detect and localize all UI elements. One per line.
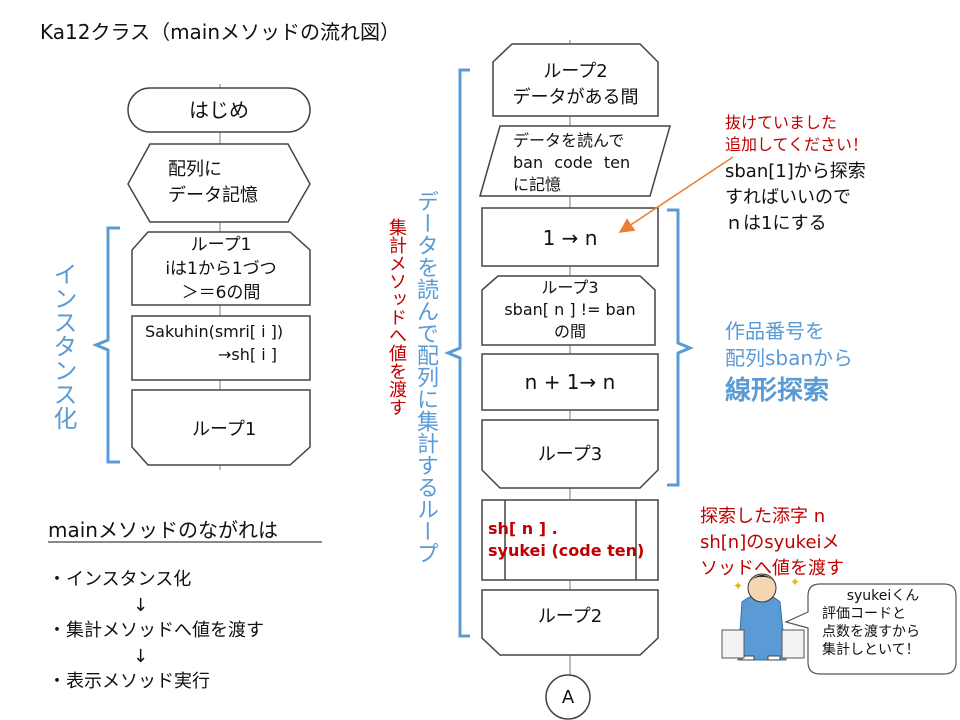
loop3-end-label: ループ3: [537, 444, 603, 465]
character-illustration: ✦ ✦: [721, 573, 805, 661]
increment-n-box: [481, 353, 659, 411]
summary-step1: ・インスタンス化: [48, 569, 192, 590]
call-syukei-line1: sh[ n ] .: [488, 519, 558, 538]
summary-arrow2: ↓: [133, 646, 149, 667]
loop2-head-line2: データがある間: [512, 87, 639, 108]
loop1-head-line1: ループ1: [190, 235, 252, 255]
loop3-head-line2: sban[ n ] != ban: [504, 300, 636, 319]
search-brace: [667, 208, 694, 487]
read-data-line2: ban code ten: [513, 153, 631, 172]
loop1-end-box: [131, 389, 311, 466]
pass-values-vertical-label: 集計メソッドへ値を渡す: [386, 218, 407, 416]
search-label-bold: 線形探索: [725, 376, 830, 406]
search-note-line2: すればいいので: [725, 187, 851, 208]
loop1-head-line2: iは1から1づつ: [165, 259, 277, 279]
loop2-head-box: [492, 43, 659, 117]
loop2-end-label: ループ2: [537, 606, 603, 627]
loop3-head-line3: の間: [553, 322, 586, 341]
loop1-head-box: [131, 231, 311, 306]
loop3-head-box: [481, 275, 656, 346]
store-preparation-box: [127, 143, 311, 223]
summary-step3: ・表示メソッド実行: [48, 671, 210, 692]
call-syukei-line2: syukei (code ten): [488, 541, 645, 560]
loop2-brace-label: データを読んで配列に集計するループ: [413, 190, 438, 564]
add-request-arrow: [618, 156, 734, 233]
instantiate-brace-label: インスタンス化: [49, 262, 77, 430]
add-request-line2: 追加してください！: [725, 135, 869, 154]
loop2-head-line1: ループ2: [543, 61, 608, 82]
svg-text:✦: ✦: [790, 575, 800, 589]
instantiate-process-box: [131, 315, 311, 381]
bubble-line2: 評価コードと: [822, 606, 906, 622]
connector-a-label: A: [561, 687, 575, 708]
bubble-line4: 集計しといて！: [822, 642, 920, 658]
start-label: はじめ: [189, 98, 249, 122]
instantiate-process-line1: Sakuhin(smri[ i ]): [145, 322, 284, 341]
connector-a-circle: [545, 674, 591, 720]
bubble-line3: 点数を渡すから: [822, 624, 920, 640]
loop2-brace: [444, 68, 470, 638]
add-request-line1: 抜けていました: [725, 113, 838, 132]
summary-step2: ・集計メソッドへ値を渡す: [48, 620, 264, 641]
instantiate-process-line2: →sh[ i ]: [218, 345, 277, 364]
page-title: Ka12クラス（mainメソッドの流れ図）: [40, 20, 401, 44]
call-syukei-box: [481, 499, 659, 581]
found-note-line1: 探索した添字 n: [700, 506, 826, 527]
found-note-line3: ソッドへ値を渡す: [700, 558, 844, 579]
svg-text:✦: ✦: [733, 579, 743, 593]
search-label-line1: 作品番号を: [725, 319, 825, 343]
search-note-line1: sban[1]から探索: [725, 161, 866, 182]
bubble-line1: syukeiくん: [846, 588, 920, 604]
search-label-line2: 配列sbanから: [725, 346, 854, 370]
speech-bubble: [784, 583, 957, 675]
assign-n-label: 1 → n: [542, 226, 598, 250]
read-data-line1: データを読んで: [513, 131, 625, 150]
loop2-end-box: [481, 589, 659, 656]
summary-arrow1: ↓: [133, 595, 149, 616]
found-note-line2: sh[n]のsyukeiメ: [700, 532, 840, 553]
summary-heading: mainメソッドのながれは: [48, 518, 278, 542]
store-label-line2: データ記憶: [168, 185, 258, 206]
read-data-line3: に記憶: [513, 175, 562, 194]
loop1-head-line3: ＞＝6の間: [181, 283, 261, 303]
read-data-io-box: [479, 125, 671, 197]
assign-n-box: [481, 207, 659, 267]
instantiate-brace: [92, 226, 120, 464]
start-terminal: [127, 87, 311, 133]
loop3-head-line1: ループ3: [541, 278, 599, 297]
loop3-end-box: [481, 419, 659, 489]
store-label-line1: 配列に: [168, 159, 222, 180]
loop1-end-label: ループ1: [192, 419, 257, 440]
increment-n-label: n + 1→ n: [524, 370, 616, 394]
search-note-line3: ｎは1にする: [725, 213, 827, 234]
